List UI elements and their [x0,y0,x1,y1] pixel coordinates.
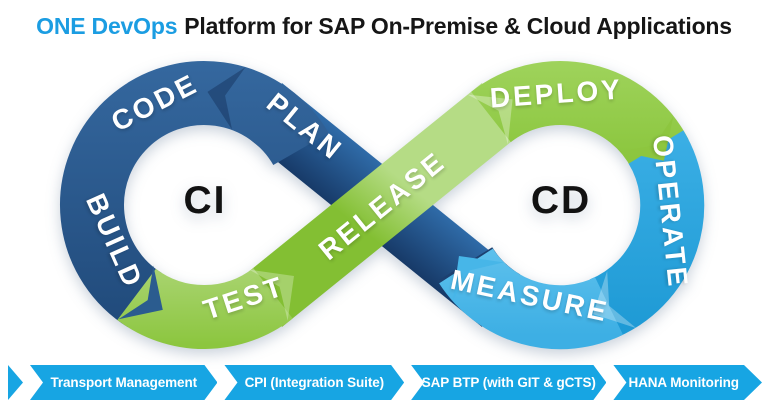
arrow-deploy-to-operate-icon [619,116,674,161]
ribbon-operate-arc [589,130,705,339]
banner-item-label: SAP BTP (with GIT & gCTS) [421,375,596,390]
arrow-measure-to-plan-icon [452,256,504,301]
pipeline-banner: Transport Management CPI (Integration Su… [8,365,762,400]
arrow-plan-to-code-icon [207,67,246,130]
banner-item-label: CPI (Integration Suite) [244,375,385,390]
banner-item-transport-management: Transport Management [30,365,217,400]
arrow-test-to-release-icon [249,269,294,321]
banner-lead-chevron-icon [8,365,23,400]
ribbon-measure-arc [439,247,623,350]
title-rest: Platform for SAP On-Premise & Cloud Appl… [184,13,732,39]
ribbon-release-band [241,83,523,327]
cd-label: CD [531,179,591,222]
ribbon-deploy-arc [471,61,689,170]
banner-item-sap-btp-git-gcts: SAP BTP (with GIT & gCTS) [411,365,606,400]
arrow-release-to-deploy-icon [467,94,513,145]
banner-item-label: Transport Management [50,375,197,390]
banner-item-cpi-integration-suite: CPI (Integration Suite) [224,365,404,400]
banner-item-hana-monitoring: HANA Monitoring [613,365,762,400]
title-highlight: ONE DevOps [36,13,178,39]
ci-label: CI [184,179,227,222]
ribbon-ci-dark-arc [60,61,329,328]
arrow-operate-to-measure-icon [593,271,637,329]
arrow-build-to-test-icon [118,265,163,320]
banner-item-label: HANA Monitoring [628,375,739,390]
